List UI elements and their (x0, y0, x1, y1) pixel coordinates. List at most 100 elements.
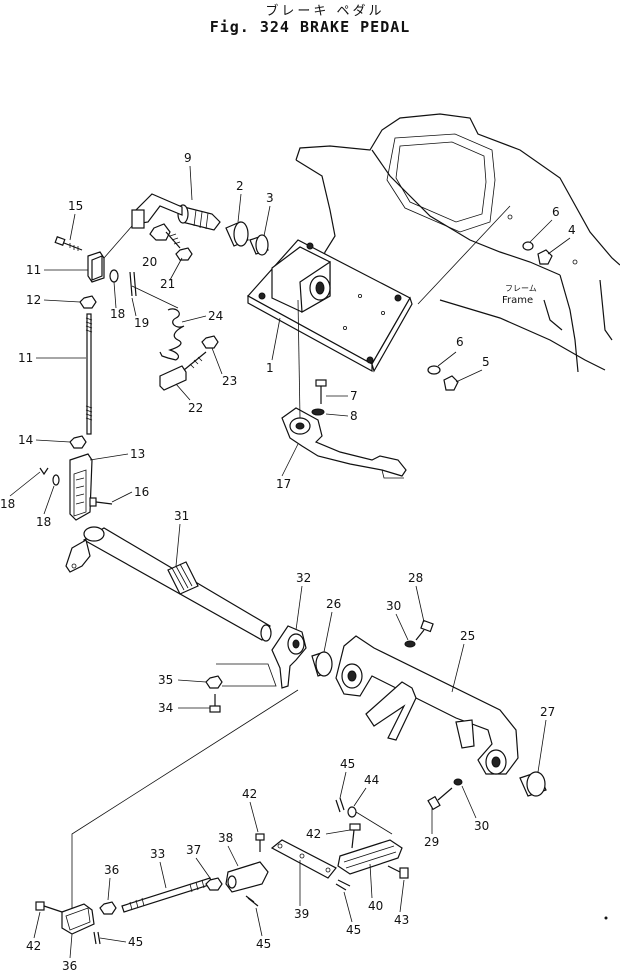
callout-31: 31 (174, 509, 189, 523)
washer-9 (311, 408, 325, 416)
callout-42-right: 42 (306, 827, 321, 841)
callout-18-left-label: 18 (36, 515, 51, 529)
cross-shaft-31 (65, 526, 272, 642)
clevis-12 (87, 225, 133, 283)
callout-19-left: 18 (0, 497, 15, 511)
callout-11-label: 11 (18, 351, 33, 365)
washer-30-lower (453, 778, 463, 786)
frame-label-english: Frame (502, 295, 533, 306)
nut-21 (201, 335, 219, 349)
lever-32 (271, 625, 307, 689)
callout-42-bottom: 42 (26, 939, 41, 953)
callout-34: 35 (158, 673, 173, 687)
bushing-3 (249, 234, 269, 256)
bolt-29 (427, 787, 453, 811)
callout-13: 12 (26, 293, 41, 307)
split-pin-19-upper (129, 271, 137, 297)
callout-20: 22 (188, 401, 203, 415)
callout-27: 27 (540, 705, 555, 719)
rod-35 (121, 877, 213, 913)
callout-15: 14 (18, 433, 33, 447)
callout-10: 9 (184, 151, 192, 165)
bolt-16 (54, 236, 83, 251)
bolt-17 (89, 497, 113, 507)
callout-39: 37 (186, 843, 201, 857)
bolt-42-mid (255, 833, 265, 852)
callout-1: 1 (266, 361, 274, 375)
brake-pedal-7 (281, 407, 407, 479)
plate-40 (270, 839, 337, 879)
callout-45-left: 45 (128, 935, 143, 949)
callout-33: 34 (158, 701, 173, 715)
bushing-26 (311, 651, 333, 677)
callout-43: 43 (394, 913, 409, 927)
callout-45-top: 45 (340, 757, 355, 771)
washer-18-left (52, 474, 60, 486)
bushing-27 (519, 771, 547, 797)
spring-22 (159, 308, 185, 361)
bolt-42-right (349, 823, 361, 849)
nut-37 (99, 901, 117, 915)
title-english: Fig. 324 BRAKE PEDAL (209, 18, 411, 36)
split-pin-45-upper (335, 797, 345, 813)
bolt-23 (149, 223, 181, 249)
callout-30-upper: 30 (386, 599, 401, 613)
callout-25: 25 (460, 629, 475, 643)
clevis-14 (69, 453, 93, 521)
clevis-41 (337, 839, 403, 875)
callout-24: 21 (160, 277, 175, 291)
callout-22: 24 (208, 309, 223, 323)
callout-30-lower: 30 (474, 819, 489, 833)
leader-line (71, 689, 299, 912)
dot-mark (604, 916, 608, 920)
shaft-lever-10 (131, 193, 221, 231)
callout-21: 23 (222, 374, 237, 388)
washer-18-upper (109, 269, 119, 283)
washer-6-upper (522, 241, 534, 251)
callout-2: 2 (236, 179, 244, 193)
callout-6-lower: 6 (456, 335, 464, 349)
bolt-8 (315, 379, 327, 404)
callout-38: 38 (218, 831, 233, 845)
callout-18-upper: 18 (110, 307, 125, 321)
callout-37: 36 (104, 863, 119, 877)
washer-44 (347, 806, 357, 818)
callout-23: 20 (142, 255, 157, 269)
callout-41: 40 (368, 899, 383, 913)
frame-label-japanese: フレーム (505, 284, 537, 293)
title-japanese: ブレーキ ペダル (265, 4, 385, 19)
callout-16: 15 (68, 199, 83, 213)
leader-line (297, 299, 301, 419)
clevis-38 (225, 861, 269, 893)
callout-36-label: 36 (62, 959, 77, 972)
nut-13 (79, 295, 97, 309)
split-pin-45-lower-mid (245, 895, 259, 907)
callout-44: 44 (364, 773, 379, 787)
callout-6-upper: 6 (552, 205, 560, 219)
clevis-36 (61, 903, 95, 935)
callout-32: 32 (296, 571, 311, 585)
callout-45-right: 45 (346, 923, 361, 937)
callout-14: 13 (130, 447, 145, 461)
callout-26: 26 (326, 597, 341, 611)
nut-15 (69, 435, 87, 449)
split-pin-45-lower-left (93, 931, 101, 945)
callout-45-mid: 45 (256, 937, 271, 951)
split-pin-45-lower-right (335, 879, 351, 891)
rod-11 (85, 313, 93, 435)
callout-4: 4 (568, 223, 576, 237)
callout-40: 39 (294, 907, 309, 921)
callout-19-upper: 19 (134, 316, 149, 330)
nut-24 (175, 247, 193, 261)
callouts: 9 2 3 15 20 21 11 12 18 19 (0, 151, 576, 972)
washer-30-upper (404, 640, 416, 648)
bracket-25 (335, 635, 519, 775)
bushing-2 (225, 221, 249, 247)
leader-line (355, 811, 393, 835)
callout-12: 11 (26, 263, 41, 277)
callout-29: 29 (424, 835, 439, 849)
callout-7: 17 (276, 477, 291, 491)
callout-35: 33 (150, 847, 165, 861)
